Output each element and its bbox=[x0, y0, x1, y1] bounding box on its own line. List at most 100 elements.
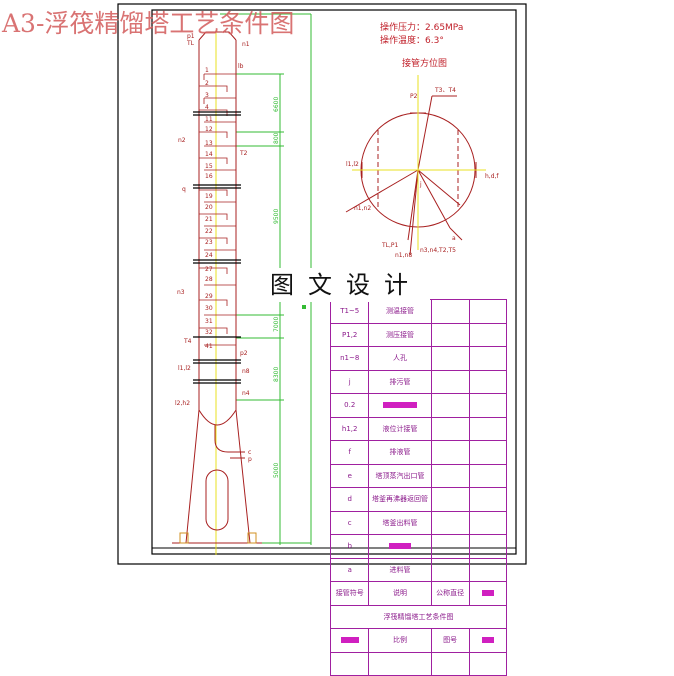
plan-view-title: 接管方位图 bbox=[402, 59, 448, 69]
svg-text:n3: n3 bbox=[177, 289, 185, 296]
svg-text:c: c bbox=[248, 449, 251, 456]
svg-text:32: 32 bbox=[205, 329, 213, 336]
redacted-bar bbox=[468, 628, 508, 653]
redacted-bar bbox=[468, 581, 508, 606]
svg-text:21: 21 bbox=[205, 216, 213, 223]
svg-text:20: 20 bbox=[205, 204, 213, 211]
svg-text:n2: n2 bbox=[178, 137, 186, 144]
svg-text:19: 19 bbox=[205, 193, 213, 200]
svg-text:T3、T4: T3、T4 bbox=[434, 87, 456, 94]
nozzle-code: j bbox=[329, 369, 370, 394]
svg-text:n1: n1 bbox=[242, 41, 250, 48]
footer-scale: 比例 bbox=[368, 628, 432, 653]
svg-text:n1,n2: n1,n2 bbox=[354, 205, 371, 212]
nozzle-code: e bbox=[329, 463, 370, 488]
svg-text:24: 24 bbox=[205, 252, 213, 259]
svg-text:l1,l2: l1,l2 bbox=[178, 365, 191, 372]
nozzle-code: 0.2 bbox=[329, 393, 370, 418]
redacted-bar bbox=[329, 628, 370, 653]
nozzle-desc: 测压接管 bbox=[368, 322, 432, 347]
nozzle-code: P1,2 bbox=[329, 322, 370, 347]
svg-text:6600: 6600 bbox=[273, 97, 280, 112]
svg-text:2: 2 bbox=[205, 80, 209, 87]
svg-text:h,d,f: h,d,f bbox=[485, 173, 499, 180]
svg-text:41: 41 bbox=[205, 343, 213, 350]
nozzle-desc: 排污管 bbox=[368, 369, 432, 394]
svg-text:8300: 8300 bbox=[273, 367, 280, 382]
svg-text:l2,h2: l2,h2 bbox=[175, 400, 190, 407]
svg-text:5000: 5000 bbox=[273, 463, 280, 478]
svg-text:T4: T4 bbox=[183, 338, 192, 345]
operating-notes: 操作压力：2.65MPa 操作温度：6.3° bbox=[380, 22, 463, 48]
svg-text:11: 11 bbox=[205, 116, 213, 123]
table-row: b bbox=[329, 534, 508, 559]
nozzle-desc: 液位计接管 bbox=[368, 416, 432, 441]
svg-text:P2: P2 bbox=[410, 93, 418, 100]
header-code: 接管符号 bbox=[329, 581, 370, 606]
nozzle-code: T1~5 bbox=[329, 299, 370, 324]
svg-text:lb: lb bbox=[238, 63, 244, 70]
svg-text:12: 12 bbox=[205, 126, 213, 133]
watermark-text: 图文设计 bbox=[262, 268, 430, 302]
svg-text:15: 15 bbox=[205, 163, 213, 170]
svg-text:a: a bbox=[452, 235, 456, 242]
redacted-bar bbox=[368, 534, 432, 559]
svg-text:13: 13 bbox=[205, 140, 213, 147]
nozzle-desc: 塔釜再沸器返回管 bbox=[368, 487, 432, 512]
nozzle-code: b bbox=[329, 534, 370, 559]
svg-text:27: 27 bbox=[205, 266, 213, 273]
svg-text:1: 1 bbox=[205, 67, 209, 74]
table-drawing-title: 浮筏精馏塔工艺条件图 bbox=[330, 604, 507, 629]
operating-temperature: 操作温度：6.3° bbox=[380, 36, 444, 46]
svg-text:3: 3 bbox=[205, 92, 209, 99]
header-desc: 说明 bbox=[368, 581, 432, 606]
svg-text:9500: 9500 bbox=[273, 209, 280, 224]
svg-text:l1,l2: l1,l2 bbox=[346, 161, 359, 168]
svg-text:n1,n8: n1,n8 bbox=[395, 252, 412, 259]
nozzle-code: n1~8 bbox=[329, 346, 370, 371]
nozzle-desc: 人孔 bbox=[368, 346, 432, 371]
svg-text:n8: n8 bbox=[242, 368, 250, 375]
drawing-canvas: 6600 800 9500 7000 8300 5000 bbox=[117, 3, 527, 565]
nozzle-code: h1,2 bbox=[329, 416, 370, 441]
svg-text:28: 28 bbox=[205, 276, 213, 283]
svg-text:TL,P1: TL,P1 bbox=[381, 242, 399, 249]
drawing-title: A3-浮筏精馏塔工艺条件图 bbox=[2, 9, 295, 38]
table-header-row: 接管符号说明公称直径 bbox=[329, 581, 508, 606]
svg-text:800: 800 bbox=[273, 132, 280, 144]
svg-text:p1: p1 bbox=[187, 33, 195, 40]
svg-text:T2: T2 bbox=[239, 150, 248, 157]
nozzle-desc: 测温接管 bbox=[368, 299, 432, 324]
svg-text:4: 4 bbox=[205, 104, 209, 111]
svg-text:n3,n4,T2,T5: n3,n4,T2,T5 bbox=[420, 247, 456, 254]
svg-text:29: 29 bbox=[205, 293, 213, 300]
nozzle-code: a bbox=[329, 557, 370, 582]
svg-text:n4: n4 bbox=[242, 390, 250, 397]
svg-text:30: 30 bbox=[205, 305, 213, 312]
footer-row: 比例图号 bbox=[329, 628, 508, 653]
nozzle-desc: 排液管 bbox=[368, 440, 432, 465]
nozzle-desc: 进料管 bbox=[368, 557, 432, 582]
svg-text:14: 14 bbox=[205, 151, 213, 158]
svg-text:23: 23 bbox=[205, 239, 213, 246]
redacted-bar bbox=[368, 393, 432, 418]
svg-text:p2: p2 bbox=[240, 350, 248, 357]
header-diameter: 公称直径 bbox=[430, 581, 470, 606]
blank-row bbox=[329, 651, 508, 676]
svg-text:p: p bbox=[248, 456, 252, 463]
table-row: 0.2 bbox=[329, 393, 508, 418]
footer-drawing-no: 图号 bbox=[430, 628, 470, 653]
svg-text:TL: TL bbox=[186, 40, 195, 47]
nozzle-code: d bbox=[329, 487, 370, 512]
nozzle-code: c bbox=[329, 510, 370, 535]
